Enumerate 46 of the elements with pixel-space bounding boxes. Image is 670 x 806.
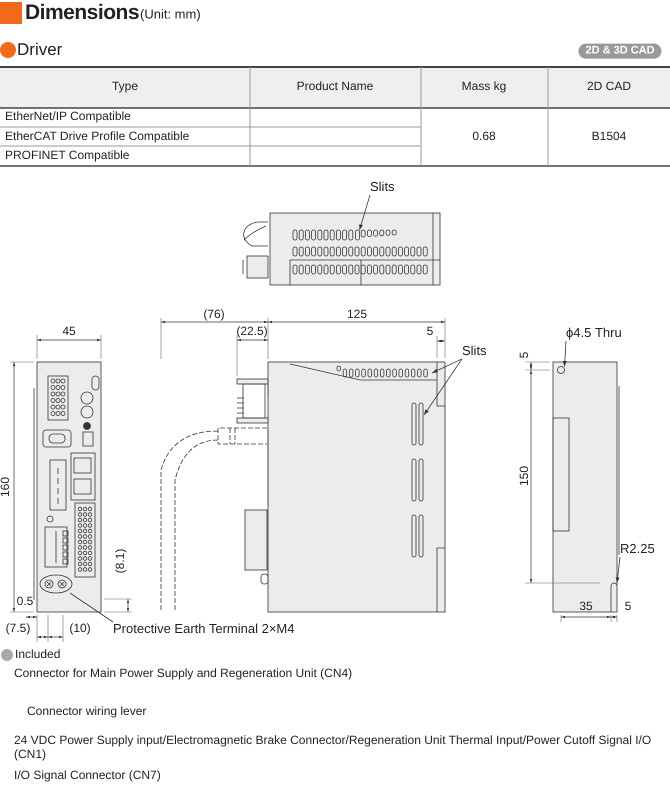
rounded-notch — [610, 582, 618, 612]
note-text: 24 VDC Power Supply input/Electromagnetic Brake Connector/Regeneration Unit Thermal Input/Power Cutoff Signal I/O (CN1) — [14, 734, 652, 762]
dimension-value: (7.5) — [6, 622, 30, 636]
dimension-value: 5 — [518, 352, 532, 358]
dimension-value: 160 — [0, 476, 13, 498]
dimension-value: 5 — [624, 600, 632, 614]
section-heading: Included — [15, 648, 60, 662]
callout-label: Slits — [370, 180, 395, 195]
cad-badge: 2D & 3D CAD — [578, 44, 662, 58]
section-heading: Driver — [17, 40, 62, 60]
mounting-hole — [557, 366, 565, 374]
column-header: Mass kg — [462, 80, 506, 94]
callout-label: Protective Earth Terminal 2×M4 — [113, 622, 294, 637]
table-cell: EtherNet/IP Compatible — [5, 110, 131, 124]
leader-line — [432, 358, 462, 374]
dimension-value: (76) — [203, 308, 225, 322]
dimension-value: 5 — [426, 325, 434, 339]
table-cell: B1504 — [592, 130, 626, 144]
callout-label: R2.25 — [620, 542, 655, 557]
unit-note: (Unit: mm) — [140, 8, 201, 22]
callout-label: Slits — [462, 344, 487, 359]
leader-line — [562, 340, 567, 367]
note-text: Connector for Main Power Supply and Regeneration Unit (CN4) — [14, 667, 352, 681]
leader-line — [359, 194, 370, 230]
dimension-value: (10) — [69, 622, 91, 636]
leader-line — [616, 556, 620, 584]
column-header: Product Name — [296, 80, 374, 94]
table-cell: EtherCAT Drive Profile Compatible — [5, 130, 190, 144]
dimension-value: 35 — [579, 600, 593, 614]
dimension-value: 45 — [62, 325, 76, 339]
column-header: 2D CAD — [587, 80, 631, 94]
slit — [355, 230, 360, 240]
callout-label: ϕ4.5 Thru — [566, 326, 622, 341]
dimension-value: 125 — [346, 308, 368, 322]
leader-line — [70, 592, 114, 622]
note-text: I/O Signal Connector (CN7) — [14, 769, 161, 783]
column-header: Type — [112, 80, 138, 94]
leader-line — [424, 358, 462, 416]
dimension-value: (22.5) — [236, 325, 268, 339]
dimension-value: (8.1) — [114, 548, 128, 574]
note-text: Connector wiring lever — [27, 705, 146, 719]
dimension-value: 0.5 — [16, 595, 34, 609]
page-title: Dimensions — [25, 1, 140, 26]
table-cell: PROFINET Compatible — [5, 149, 130, 163]
table-cell: 0.68 — [472, 130, 496, 144]
dimension-value: 150 — [518, 466, 532, 486]
